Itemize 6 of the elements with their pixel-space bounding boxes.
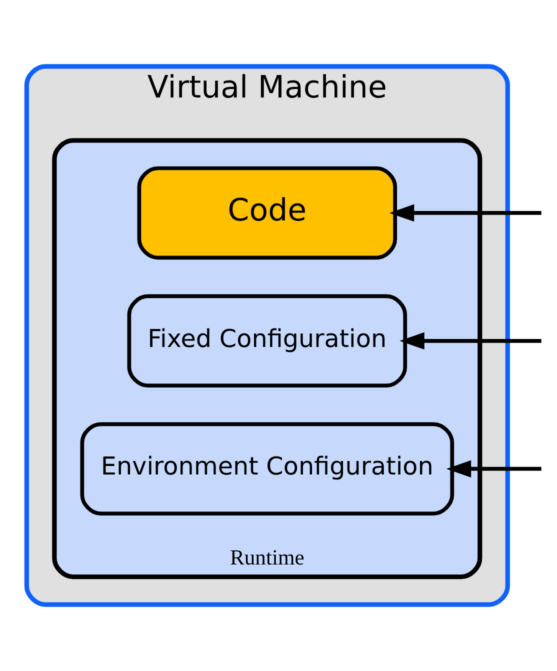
node-box: Environment Configuration: [80, 422, 454, 516]
arrow: [400, 332, 542, 350]
node-box: Code: [137, 166, 398, 260]
arrow: [389, 204, 542, 222]
arrow: [446, 460, 542, 478]
node-box: Fixed Configuration: [127, 294, 408, 388]
